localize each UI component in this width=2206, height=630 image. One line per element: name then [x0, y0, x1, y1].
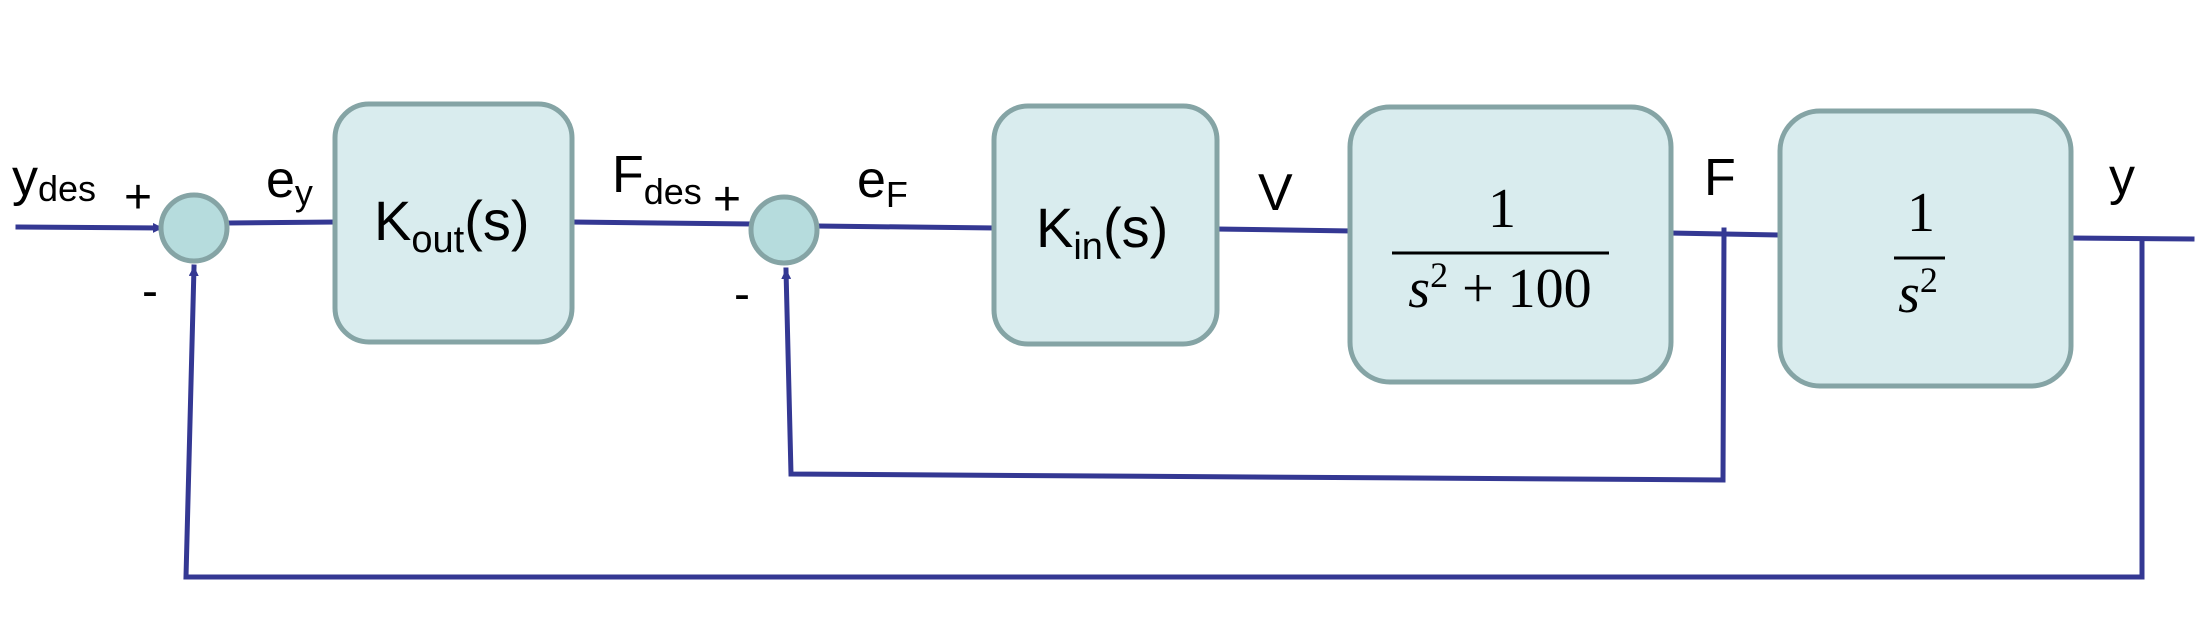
wire-inner-feedback [781, 227, 1727, 483]
label-e-f: eF [857, 151, 908, 215]
wire-ydes-input [15, 222, 165, 233]
block-k-in [991, 103, 1220, 347]
plus-sign-inner: + [713, 173, 741, 226]
minus-sign-outer: - [142, 265, 158, 318]
plus-sign-outer: + [124, 171, 152, 224]
k-out-transfer: Kout(s) [374, 189, 529, 261]
label-f: F [1704, 149, 1736, 207]
label-e-y: ey [266, 151, 313, 213]
plant-force-denominator: s2 + 100 [1408, 255, 1591, 320]
plant-position-transfer: 1 s2 [1894, 182, 1945, 325]
wire-ey [226, 219, 338, 226]
label-f-des: Fdes [612, 146, 702, 212]
signal-wires [15, 219, 2195, 580]
label-y-des: ydes [12, 149, 96, 209]
label-y: y [2109, 148, 2135, 206]
wire-v [1214, 226, 1353, 234]
k-in-transfer: Kin(s) [1036, 196, 1168, 268]
block-plant-force [1347, 104, 1674, 385]
summing-junction-outer [158, 192, 230, 264]
minus-sign-inner: - [734, 268, 750, 321]
plant-force-numerator: 1 [1488, 178, 1516, 240]
block-plant-position [1777, 108, 2074, 389]
label-v: V [1258, 164, 1293, 222]
wire-y-output [2068, 235, 2195, 242]
wire-ef [815, 223, 997, 231]
plant-position-numerator: 1 [1907, 182, 1935, 244]
block-k-out [332, 101, 575, 345]
plant-position-denominator: s2 [1898, 260, 1938, 325]
summing-junction-inner [748, 194, 820, 266]
plant-force-transfer: 1 s2 + 100 [1392, 178, 1609, 320]
wire-outer-feedback [183, 236, 2145, 580]
wire-fdes [569, 219, 753, 227]
